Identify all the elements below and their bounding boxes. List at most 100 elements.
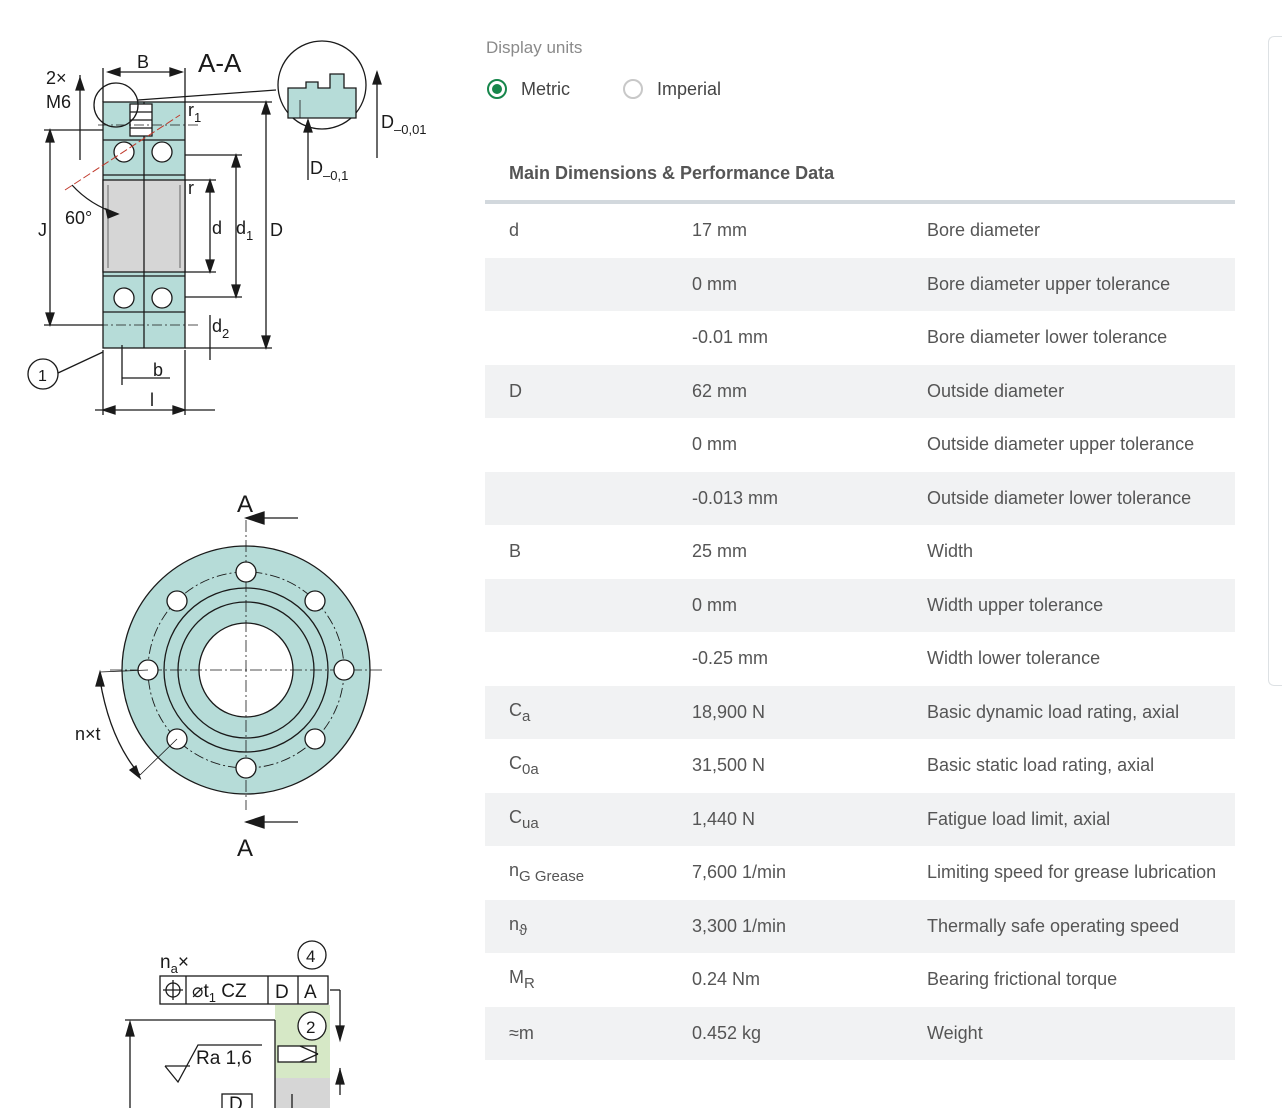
tolerance-detail-drawing: na× ⌀t1 CZ D A 4 2 Ra 1,6 D [125, 940, 345, 1108]
row-symbol: Cua [485, 792, 692, 846]
row-description: Fatigue load limit, axial [927, 792, 1235, 846]
row-value: -0.01 mm [692, 327, 769, 348]
row-symbol-text: M [509, 967, 524, 988]
row-value: 25 mm [692, 541, 748, 562]
label-m6: M6 [46, 92, 71, 112]
row-symbol: ≈m [485, 1006, 692, 1060]
row-value: 0.24 Nm [692, 969, 761, 990]
row-symbol-subscript: ua [522, 814, 539, 832]
row-symbol: nϑ [485, 899, 692, 953]
label-2x: 2× [46, 68, 67, 88]
row-description: Basic dynamic load rating, axial [927, 685, 1235, 739]
row-value: -0.013 mm [692, 471, 927, 525]
row-description: Outside diameter lower tolerance [927, 471, 1235, 525]
callout-1: 1 [38, 368, 47, 385]
row-description: Width lower tolerance [927, 648, 1101, 669]
label-angle: 60° [65, 208, 92, 228]
row-symbol-text: d [509, 220, 520, 241]
row-description: Bore diameter [927, 220, 1041, 241]
imperial-radio[interactable]: Imperial [623, 77, 721, 101]
row-symbol: nG Grease [485, 846, 692, 900]
row-description: Bearing frictional torque [927, 969, 1118, 990]
row-symbol-subscript: a [522, 707, 531, 725]
label-section-aa: A-A [198, 48, 242, 78]
row-symbol [485, 311, 692, 365]
row-value: 62 mm [692, 364, 927, 418]
label-section-a-top: A [237, 491, 253, 518]
label-b: b [153, 360, 163, 380]
row-symbol-text: n [509, 860, 520, 881]
row-symbol: MR [485, 953, 692, 1007]
row-description: Width upper tolerance [927, 578, 1235, 632]
label-r: r [188, 178, 194, 198]
row-symbol-subscript: 0a [522, 761, 539, 779]
datum-d-bottom: D [229, 1094, 243, 1108]
row-symbol-subscript: R [524, 975, 535, 993]
row-description: Width [927, 541, 974, 562]
label-l: l [150, 390, 154, 410]
row-symbol: B [485, 525, 692, 579]
svg-text:D–0,01: D–0,01 [381, 112, 427, 137]
label-d: d [212, 218, 222, 238]
metric-radio-label: Metric [521, 78, 570, 99]
row-description: Limiting speed for grease lubrication [927, 862, 1217, 883]
row-symbol-text: n [509, 913, 520, 934]
row-value: 31,500 N [692, 755, 766, 776]
section-drawing: A-A 2× M6 B r1 r J 60° d d1 D d2 b l 1 D… [27, 40, 427, 415]
table-row: d 17 mm Bore diameter [485, 204, 1235, 258]
row-symbol [485, 578, 692, 632]
row-symbol-text: C [509, 699, 522, 720]
row-value: 17 mm [692, 220, 748, 241]
callout-4: 4 [306, 947, 315, 966]
row-symbol: D [485, 364, 692, 418]
row-description: Weight [927, 1006, 1235, 1060]
svg-text:d1: d1 [236, 218, 253, 243]
section-title: Main Dimensions & Performance Data [509, 163, 835, 183]
label-ra: Ra 1,6 [196, 1048, 252, 1069]
imperial-radio-label: Imperial [657, 78, 722, 99]
row-symbol [485, 632, 692, 686]
row-symbol [485, 418, 692, 472]
row-description: Bore diameter lower tolerance [927, 327, 1168, 348]
svg-text:d2: d2 [212, 316, 229, 341]
metric-radio[interactable]: Metric [487, 77, 570, 101]
row-symbol: d [485, 204, 692, 258]
row-symbol: C0a [485, 739, 692, 793]
table-row: -0.01 mm Bore diameter lower tolerance [485, 311, 1235, 365]
row-description: Basic static load rating, axial [927, 755, 1155, 776]
radio-checked-icon [487, 79, 507, 99]
label-B: B [137, 52, 149, 72]
svg-text:r1: r1 [188, 100, 201, 125]
svg-text:D–0,1: D–0,1 [310, 158, 348, 183]
row-value: -0.25 mm [692, 648, 769, 669]
section-divider [485, 200, 1235, 204]
row-value: 3,300 1/min [692, 899, 927, 953]
row-description: Outside diameter [927, 364, 1235, 418]
row-symbol-text: ≈m [509, 1022, 534, 1043]
technical-drawings: A-A 2× M6 B r1 r J 60° d d1 D d2 b l 1 D… [0, 0, 470, 1108]
row-value: 0 mm [692, 257, 927, 311]
scrollbar[interactable] [1268, 36, 1282, 686]
row-symbol-subscript: G Grease [519, 868, 585, 886]
row-symbol [485, 257, 692, 311]
row-description: Outside diameter upper tolerance [927, 434, 1195, 455]
row-value: 7,600 1/min [692, 862, 787, 883]
row-symbol-subscript: ϑ [519, 921, 528, 939]
front-view-drawing: A A n×t [75, 491, 382, 862]
row-description: Thermally safe operating speed [927, 899, 1235, 953]
callout-2: 2 [306, 1018, 315, 1037]
datum-d: D [275, 982, 289, 1003]
row-value: 0.452 kg [692, 1006, 927, 1060]
label-nxt: n×t [75, 724, 101, 744]
